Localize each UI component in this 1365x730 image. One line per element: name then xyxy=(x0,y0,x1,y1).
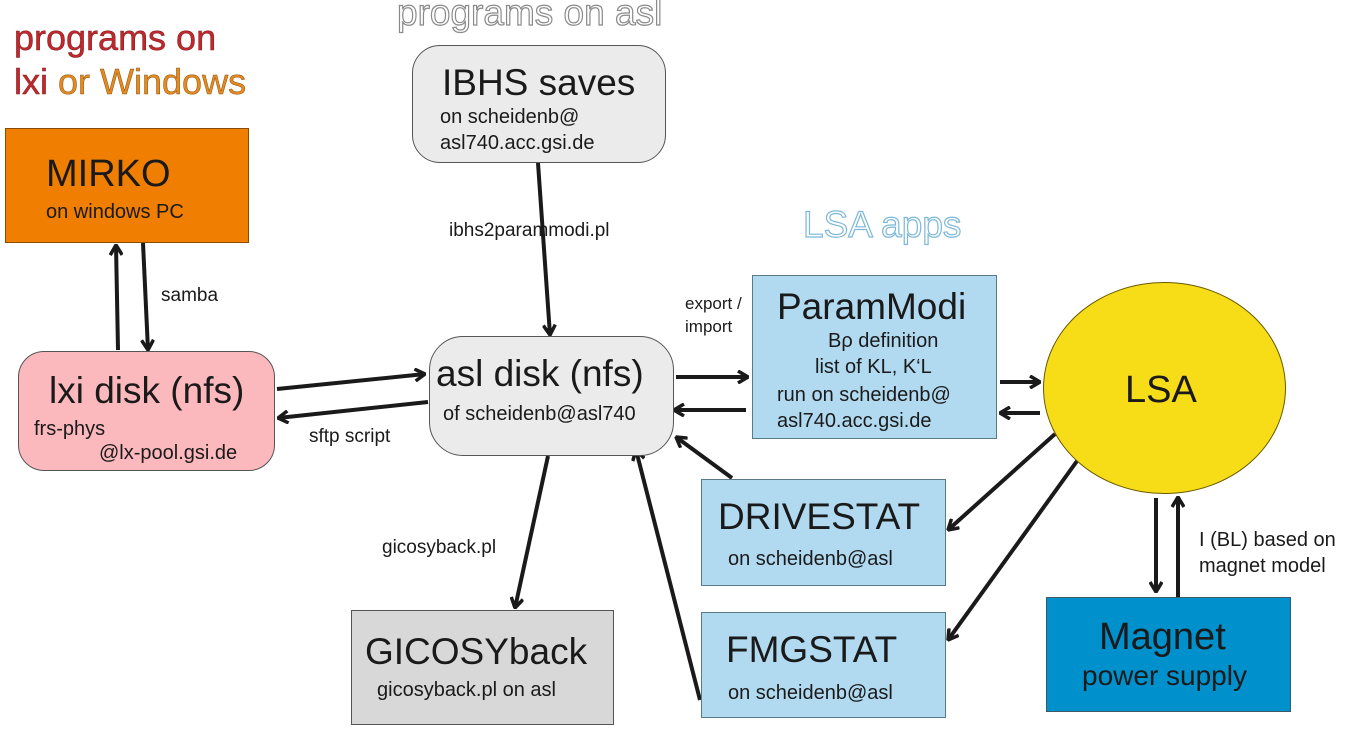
heading-lxi-windows: programs on lxi or Windows xyxy=(14,16,247,104)
edge-label-samba: samba xyxy=(161,285,219,306)
node-fmgstat[interactable]: FMGSTAT on scheidenb@asl xyxy=(701,612,946,718)
node-mirko-title: MIRKO xyxy=(46,153,171,195)
heading-lxi-windows-line1: programs on xyxy=(14,17,217,59)
edge-label-magnet-model-2: magnet model xyxy=(1199,555,1326,577)
node-lxi-disk-title: lxi disk (nfs) xyxy=(49,370,245,411)
node-magnet-title: Magnet xyxy=(1099,616,1226,658)
edge-label-gicosyback: gicosyback.pl xyxy=(382,537,497,558)
node-asl-disk-subtitle: of scheidenb@asl740 xyxy=(443,403,636,425)
node-parammodi-line1: Bρ definition xyxy=(828,330,939,352)
arrow-mirko-to-lxi xyxy=(143,242,148,350)
arrow-asl-to-gicosyback xyxy=(515,455,550,608)
edge-label-import: import xyxy=(685,317,733,336)
node-parammodi-line3: run on scheidenb@ xyxy=(777,384,951,406)
node-lxi-disk[interactable]: lxi disk (nfs) frs-phys @lx-pool.gsi.de xyxy=(18,351,275,471)
arrow-lxi-to-mirko xyxy=(116,245,118,351)
node-fmgstat-subtitle: on scheidenb@asl xyxy=(728,682,893,704)
arrow-ibhs-to-asl xyxy=(536,162,550,335)
node-parammodi[interactable]: ParamModi Bρ definition list of KL, K‘L … xyxy=(752,275,997,439)
node-ibhs-saves[interactable]: IBHS saves on scheidenb@ asl740.acc.gsi.… xyxy=(412,45,666,163)
edge-label-sftp-script: sftp script xyxy=(309,426,391,447)
arrow-asl-to-lxi xyxy=(278,400,429,418)
edge-label-export: export / xyxy=(685,294,742,313)
node-magnet-subtitle: power supply xyxy=(1082,660,1247,691)
heading-lxi-windows-line2: lxi or Windows xyxy=(14,60,247,104)
node-magnet-power-supply[interactable]: Magnet power supply xyxy=(1046,597,1291,712)
edge-label-magnet-model-1: I (BL) based on xyxy=(1199,529,1336,551)
node-gicosyback-title: GICOSYback xyxy=(365,631,588,672)
node-gicosyback-subtitle: gicosyback.pl on asl xyxy=(377,679,556,701)
node-mirko-subtitle: on windows PC xyxy=(46,201,184,223)
arrow-lsa-to-drivestat xyxy=(948,432,1057,530)
node-ibhs-title: IBHS saves xyxy=(442,62,636,103)
node-fmgstat-title: FMGSTAT xyxy=(726,629,898,670)
node-drivestat-subtitle: on scheidenb@asl xyxy=(728,548,893,570)
arrow-lsa-to-fmgstat xyxy=(948,459,1079,640)
arrow-drivestat-to-asl xyxy=(676,437,734,480)
node-gicosyback[interactable]: GICOSYback gicosyback.pl on asl xyxy=(351,610,614,725)
node-asl-disk[interactable]: asl disk (nfs) of scheidenb@asl740 xyxy=(429,336,674,456)
node-asl-disk-title: asl disk (nfs) xyxy=(436,353,644,394)
node-ibhs-line2: asl740.acc.gsi.de xyxy=(440,132,595,154)
heading-lsa-apps: LSA apps xyxy=(802,203,962,245)
node-lxi-disk-line1: frs-phys xyxy=(34,418,106,440)
node-parammodi-line4: asl740.acc.gsi.de xyxy=(777,410,932,432)
node-parammodi-line2: list of KL, K‘L xyxy=(815,356,932,378)
node-parammodi-title: ParamModi xyxy=(777,286,967,327)
node-ibhs-line1: on scheidenb@ xyxy=(440,106,580,128)
heading-programs-on-asl: programs on asl xyxy=(396,0,663,34)
heading-lxi: lxi xyxy=(14,61,49,103)
node-mirko[interactable]: MIRKO on windows PC xyxy=(5,128,249,243)
node-lxi-disk-line2: @lx-pool.gsi.de xyxy=(99,442,238,464)
node-drivestat-title: DRIVESTAT xyxy=(718,496,921,537)
node-drivestat[interactable]: DRIVESTAT on scheidenb@asl xyxy=(701,479,946,586)
edge-label-ibhs2parammodi: ibhs2parammodi.pl xyxy=(449,220,610,241)
arrow-lxi-to-asl xyxy=(276,374,425,391)
arrow-fmgstat-to-asl xyxy=(636,450,702,701)
node-lsa[interactable]: LSA xyxy=(1043,282,1286,494)
node-lsa-title: LSA xyxy=(1125,369,1197,411)
heading-windows: or Windows xyxy=(58,61,247,103)
